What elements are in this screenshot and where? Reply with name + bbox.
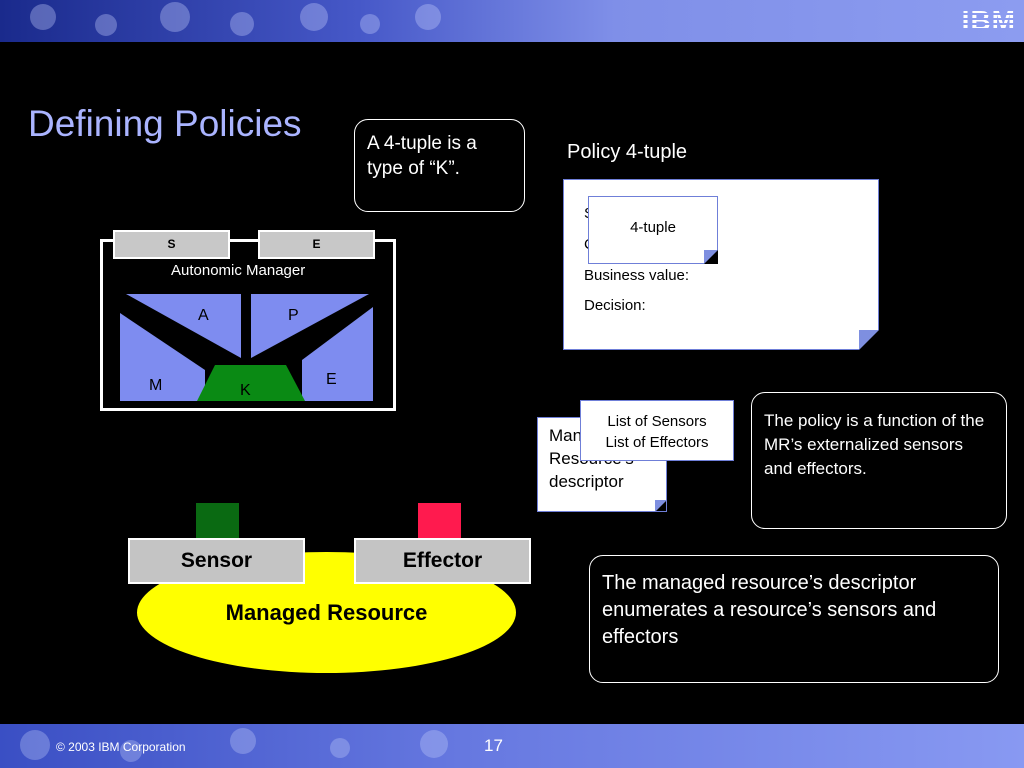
segment-label-e: E <box>326 371 337 388</box>
descriptor-line: descriptor <box>549 472 624 491</box>
page-fold-icon <box>859 330 879 350</box>
autonomic-manager-label: Autonomic Manager <box>171 262 306 279</box>
segment-label-a: A <box>198 307 209 324</box>
page-fold-icon <box>655 500 666 511</box>
four-tuple-note: 4-tuple <box>588 196 718 264</box>
monitor-segment <box>120 313 205 401</box>
callout-four-tuple: A 4-tuple is a type of “K”. <box>354 119 525 212</box>
callout-descriptor: The managed resource’s descriptor enumer… <box>589 555 999 683</box>
policy-row-decision: Decision: <box>584 297 646 314</box>
policy-heading: Policy 4-tuple <box>567 141 688 163</box>
footer-band <box>0 724 1024 768</box>
list-of-sensors: List of Sensors <box>607 413 707 430</box>
header-band <box>0 0 1024 42</box>
execute-segment <box>302 307 373 401</box>
slide-title: Defining Policies <box>28 103 302 144</box>
analyze-segment <box>126 294 241 358</box>
page-number: 17 <box>484 736 503 755</box>
copyright: © 2003 IBM Corporation <box>56 740 186 754</box>
effector-bar: Effector <box>354 538 531 584</box>
plan-segment <box>251 294 369 358</box>
list-of-effectors: List of Effectors <box>605 434 709 451</box>
callout-policy-function: The policy is a function of the MR’s ext… <box>751 392 1007 529</box>
four-tuple-note-label: 4-tuple <box>630 219 676 236</box>
segment-label-p: P <box>288 307 299 324</box>
sensor-bar: Sensor <box>128 538 305 584</box>
segment-label-m: M <box>149 377 162 394</box>
policy-row-business-value: Business value: <box>584 267 690 284</box>
am-effector-tab: E <box>258 230 375 259</box>
segment-label-k: K <box>240 382 251 399</box>
sensors-effectors-note: List of Sensors List of Effectors <box>580 400 734 461</box>
am-sensor-tab: S <box>113 230 230 259</box>
ibm-logo: IBM <box>961 5 1016 36</box>
knowledge-segment <box>197 365 305 401</box>
mapek-diagram: A P M E K <box>120 294 373 401</box>
managed-resource-label: Managed Resource <box>225 600 428 625</box>
page-fold-icon <box>704 250 718 264</box>
